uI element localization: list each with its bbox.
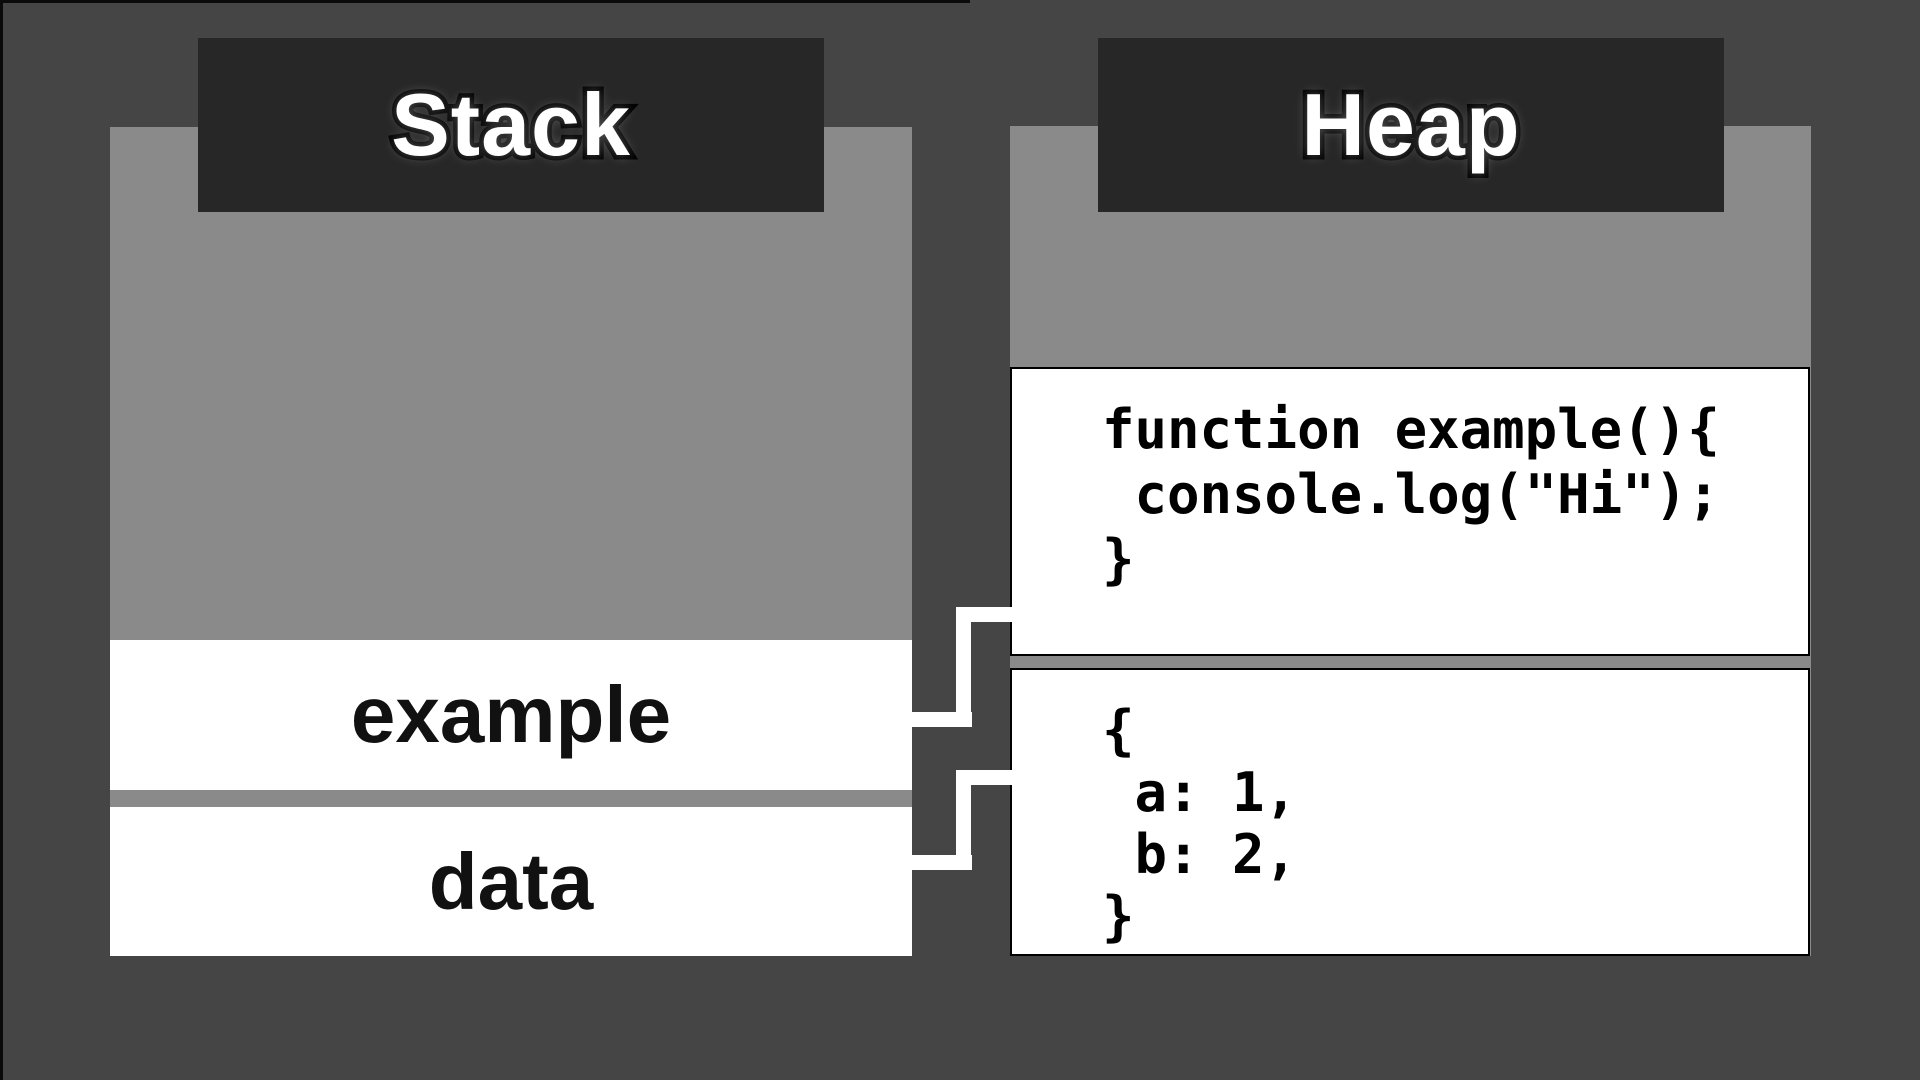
stack-title-plate: Stack [198,38,824,212]
function-code-line-1: function example(){ [1102,398,1720,461]
example-connector-right-arm [956,607,1014,622]
stack-frame-example: example [110,640,912,790]
stack-memory-column [110,127,912,640]
object-code-line-2: a: 1, [1102,761,1298,824]
stack-frame-data-label: data [428,836,594,926]
data-connector-right-arm [956,770,1014,785]
heap-title: Heap [1297,71,1524,179]
heap-box-separator [1010,656,1810,668]
data-connector-vertical [956,770,971,870]
stack-title: Stack [387,71,635,179]
function-code-line-2: console.log("Hi"); [1102,463,1720,526]
object-code-line-1: { [1102,699,1135,762]
function-code-line-3: } [1102,528,1135,591]
stack-frame-example-label: example [350,670,672,759]
example-connector-vertical [956,607,971,727]
heap-object-box: { a: 1, b: 2, } [1010,668,1810,956]
window-edge-top [0,0,970,3]
heap-function-box: function example(){ console.log("Hi"); } [1010,367,1810,656]
window-edge-left [0,0,3,1080]
heap-title-plate: Heap [1098,38,1724,212]
stack-frame-separator [110,790,912,807]
object-code-line-3: b: 2, [1102,823,1298,886]
object-code-line-4: } [1102,885,1135,948]
stack-frame-data: data [110,807,912,956]
